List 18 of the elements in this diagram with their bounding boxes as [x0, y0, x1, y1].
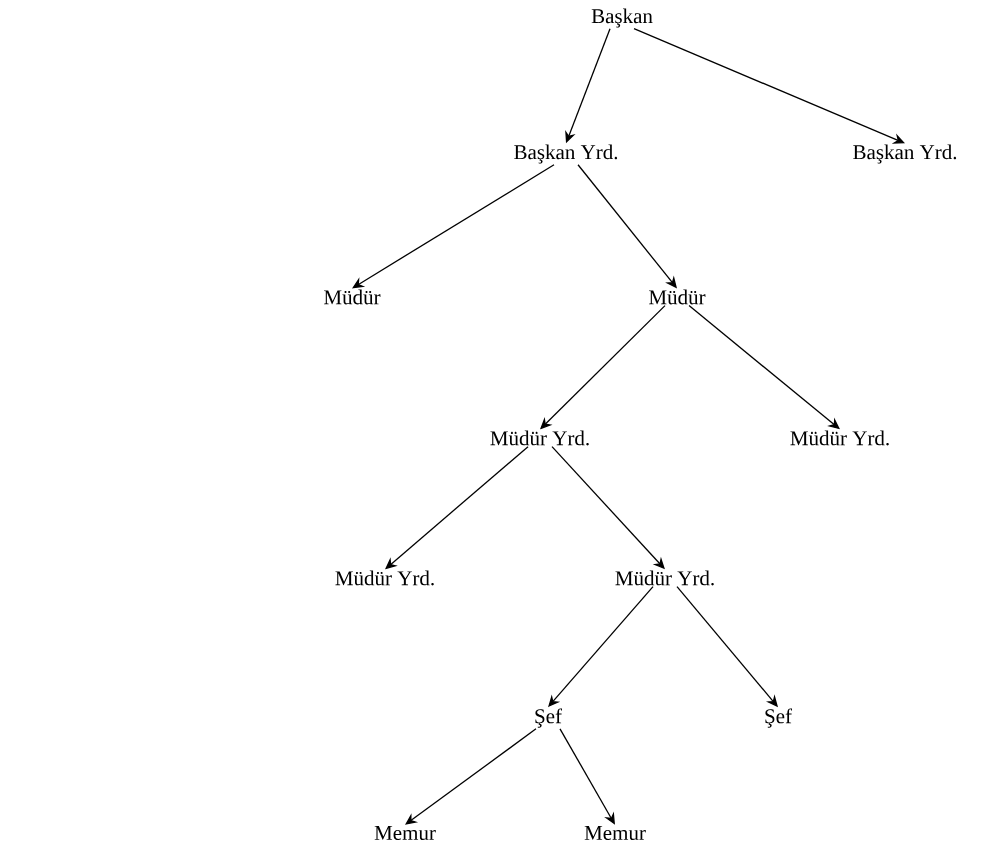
position-label: Şef	[765, 708, 792, 728]
position-label: Müdür	[649, 289, 706, 305]
position-label: Müdür Yrd.	[335, 570, 434, 586]
arrow	[559, 728, 615, 825]
position-label: Müdür	[324, 289, 381, 305]
arrow	[688, 304, 840, 430]
position-label: Müdür Yrd.	[490, 430, 589, 446]
position-label: Şef	[535, 708, 562, 728]
position-label: Başkan Yrd.	[853, 144, 957, 164]
arrow	[352, 164, 555, 289]
position-label: Memur	[584, 826, 646, 840]
arrow	[405, 728, 537, 825]
position-label: Müdür Yrd.	[790, 430, 889, 446]
position-label: Başkan Yrd.	[514, 144, 618, 164]
arrow	[633, 28, 905, 144]
position-label: Müdür Yrd.	[615, 570, 714, 586]
position-label: Başkan	[591, 8, 653, 28]
position-label: Memur	[374, 826, 436, 840]
